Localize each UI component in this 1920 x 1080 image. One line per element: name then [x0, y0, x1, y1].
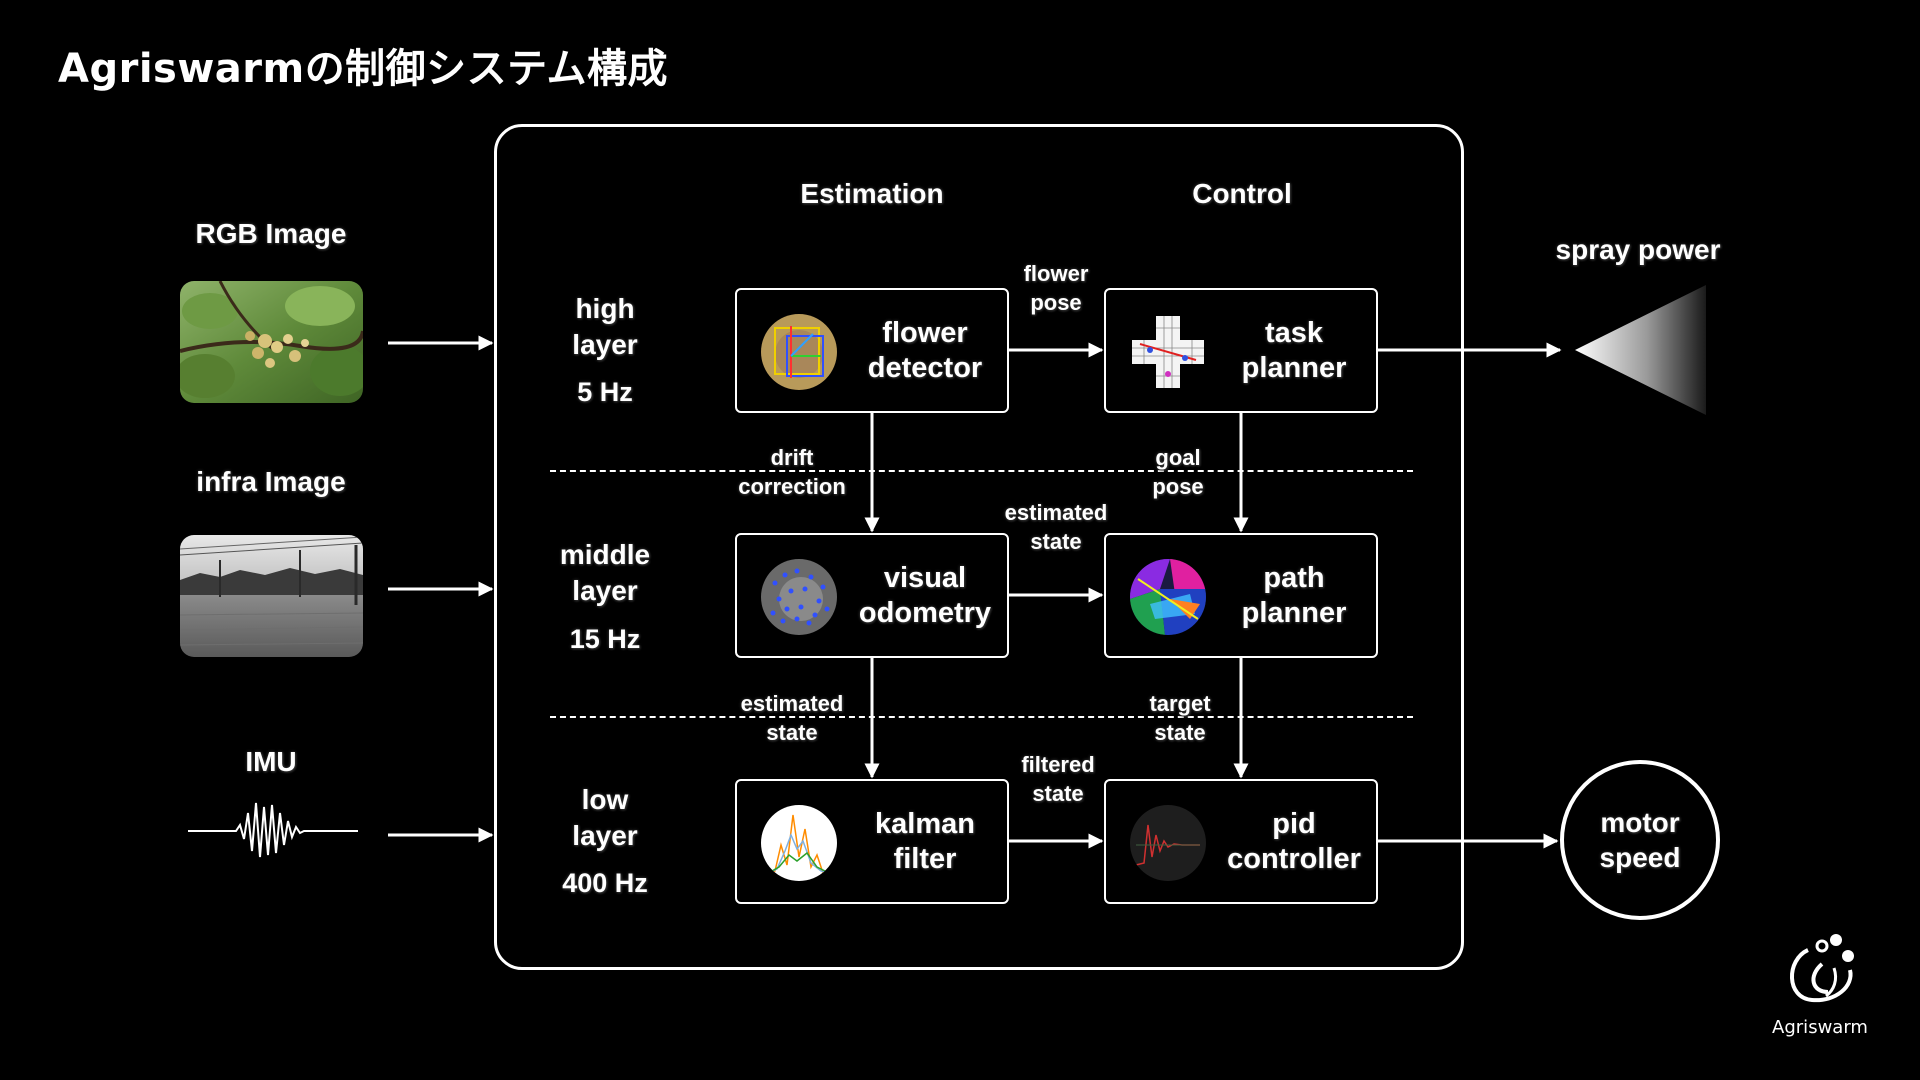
task-planner-label-line1: task — [1264, 316, 1324, 349]
imu-waveform-icon — [188, 802, 358, 858]
visual-odometry-node: visual odometry — [735, 533, 1009, 658]
rgb-image-photo — [180, 281, 363, 403]
flower-detector-node: flower detector — [735, 288, 1009, 413]
system-frame — [494, 124, 1464, 970]
task-planner-node: task planner — [1104, 288, 1378, 413]
kalman-filter-thumb-icon — [761, 805, 837, 881]
control-column-header: Control — [1192, 178, 1292, 209]
pid-controller-label-line1: pid — [1272, 807, 1316, 840]
estimation-column-header: Estimation — [800, 178, 944, 209]
infra-image-photo — [180, 535, 363, 657]
spray-power-label: spray power — [1555, 234, 1721, 265]
motor-speed-label-line1: motor — [1600, 807, 1680, 838]
imu-label: IMU — [245, 746, 297, 777]
visual-odometry-label-line1: visual — [883, 561, 967, 594]
flower-detector-thumb-icon — [761, 314, 837, 390]
agriswarm-logo-icon — [1790, 934, 1854, 1003]
flower-detector-label-line2: detector — [867, 351, 983, 384]
path-planner-label-line2: planner — [1241, 596, 1347, 629]
pid-controller-thumb-icon — [1130, 805, 1206, 881]
rgb-image-label: RGB Image — [195, 218, 347, 249]
task-planner-label-line2: planner — [1241, 351, 1347, 384]
pid-controller-label-line2: controller — [1227, 842, 1361, 875]
path-planner-label-line1: path — [1263, 561, 1325, 594]
low-layer-rate: 400 Hz — [562, 868, 648, 898]
middle-layer-rate: 15 Hz — [569, 624, 641, 654]
pid-controller-node: pid controller — [1104, 779, 1378, 904]
infra-image-label: infra Image — [196, 466, 346, 497]
task-planner-thumb-icon — [1130, 314, 1206, 390]
page-title: Agriswarmの制御システム構成 — [58, 46, 668, 92]
kalman-filter-node: kalman filter — [735, 779, 1009, 904]
flower-detector-label-line1: flower — [882, 316, 968, 349]
spray-cone-icon — [1575, 285, 1706, 415]
visual-odometry-label-line2: odometry — [858, 596, 992, 629]
motor-speed-label-line2: speed — [1599, 842, 1681, 873]
path-planner-thumb-icon — [1130, 559, 1206, 635]
layer-separator-middle-low — [550, 716, 1413, 718]
motor-speed-node: motor speed — [1560, 760, 1720, 920]
high-layer-rate: 5 Hz — [577, 377, 633, 407]
kalman-filter-label-line1: kalman — [875, 807, 975, 840]
kalman-filter-label-line2: filter — [893, 842, 957, 875]
visual-odometry-thumb-icon — [761, 559, 837, 635]
agriswarm-logo: Agriswarm — [1760, 930, 1880, 1038]
layer-separator-high-middle — [550, 470, 1413, 472]
path-planner-node: path planner — [1104, 533, 1378, 658]
agriswarm-logo-text: Agriswarm — [1772, 1017, 1868, 1038]
